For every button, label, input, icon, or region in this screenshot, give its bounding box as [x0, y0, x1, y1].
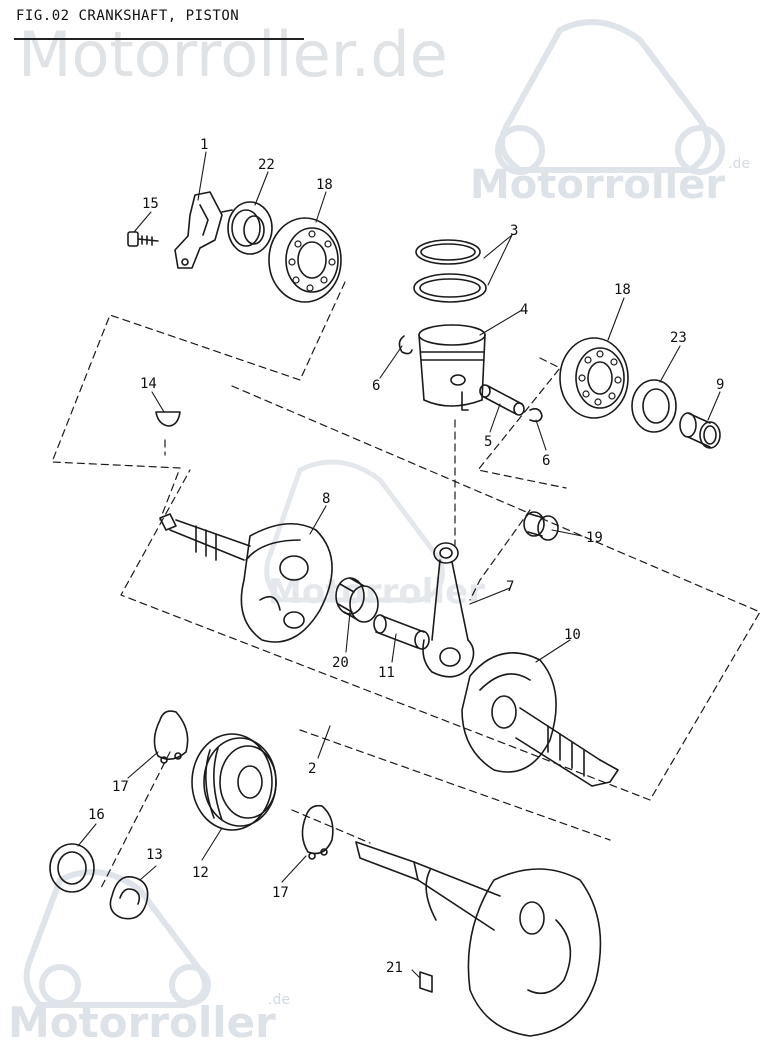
label-21: 21	[386, 960, 403, 976]
part-labels: 1 22 18 15 3 4 18 23 9 6 14 5 6 8 19 7 1…	[88, 137, 724, 976]
leader-lines	[77, 151, 721, 979]
part-10-crank-right	[461, 652, 619, 787]
watermark-center: Motorroller	[268, 572, 485, 612]
part-18-bearing-right	[559, 337, 629, 419]
label-17-upper: 17	[112, 779, 129, 795]
label-23: 23	[670, 330, 687, 346]
part-6-circlip-right	[529, 408, 543, 423]
label-18-left: 18	[316, 177, 333, 193]
label-17-lower: 17	[272, 885, 289, 901]
part-5-piston-pin	[479, 384, 525, 416]
part-19-needle-bearing	[523, 511, 559, 541]
label-10: 10	[564, 627, 581, 643]
part-6-circlip-left	[398, 335, 413, 355]
part-14-key	[155, 411, 181, 427]
label-22: 22	[258, 157, 275, 173]
part-18-bearing-left	[268, 217, 342, 303]
part-13-lock-washer	[109, 876, 149, 920]
part-21-pin	[419, 971, 433, 993]
label-1: 1	[200, 137, 208, 153]
label-7: 7	[506, 579, 514, 595]
part-1-plate	[174, 191, 223, 269]
label-5: 5	[484, 434, 492, 450]
part-12-pulley	[191, 733, 277, 831]
label-3: 3	[510, 223, 518, 239]
assembly-dash-lines	[51, 281, 761, 891]
part-8-crank-left	[159, 513, 333, 643]
label-8: 8	[322, 491, 330, 507]
part-23-oil-seal	[631, 379, 677, 433]
label-19: 19	[586, 530, 603, 546]
label-16: 16	[88, 807, 105, 823]
scooter-watermark-icon-3	[23, 869, 211, 1008]
part-17-circlip-upper	[153, 710, 189, 764]
part-3-piston-rings	[413, 239, 487, 303]
scooter-watermark-icon	[495, 19, 725, 175]
part-17-circlip-lower	[301, 804, 334, 860]
label-6-left: 6	[372, 378, 380, 394]
part-16-washer	[49, 843, 95, 893]
part-7-connecting-rod	[422, 542, 475, 678]
label-14: 14	[140, 376, 157, 392]
label-9: 9	[716, 377, 724, 393]
figure-title: FIG.02 CRANKSHAFT, PISTON	[16, 8, 240, 24]
part-15-bolt	[127, 231, 159, 247]
label-11: 11	[378, 665, 395, 681]
scooter-watermark-icon-2	[264, 459, 445, 603]
label-4: 4	[520, 302, 528, 318]
label-13: 13	[146, 847, 163, 863]
label-18-right: 18	[614, 282, 631, 298]
part-4-piston	[418, 324, 486, 411]
part-2-crankshaft-assembly	[355, 841, 602, 1037]
part-9-collar	[679, 412, 721, 449]
title-underline	[14, 38, 304, 40]
label-20: 20	[332, 655, 349, 671]
label-6-right: 6	[542, 453, 550, 469]
part-11-crank-pin	[373, 614, 430, 650]
part-22-oil-seal	[221, 201, 273, 255]
label-15: 15	[142, 196, 159, 212]
watermark-top: Motorroller.de	[18, 18, 448, 91]
watermark-bottom-suffix: .de	[268, 992, 290, 1008]
label-12: 12	[192, 865, 209, 881]
label-2: 2	[308, 761, 316, 777]
watermark-right-suffix: .de	[728, 156, 750, 172]
